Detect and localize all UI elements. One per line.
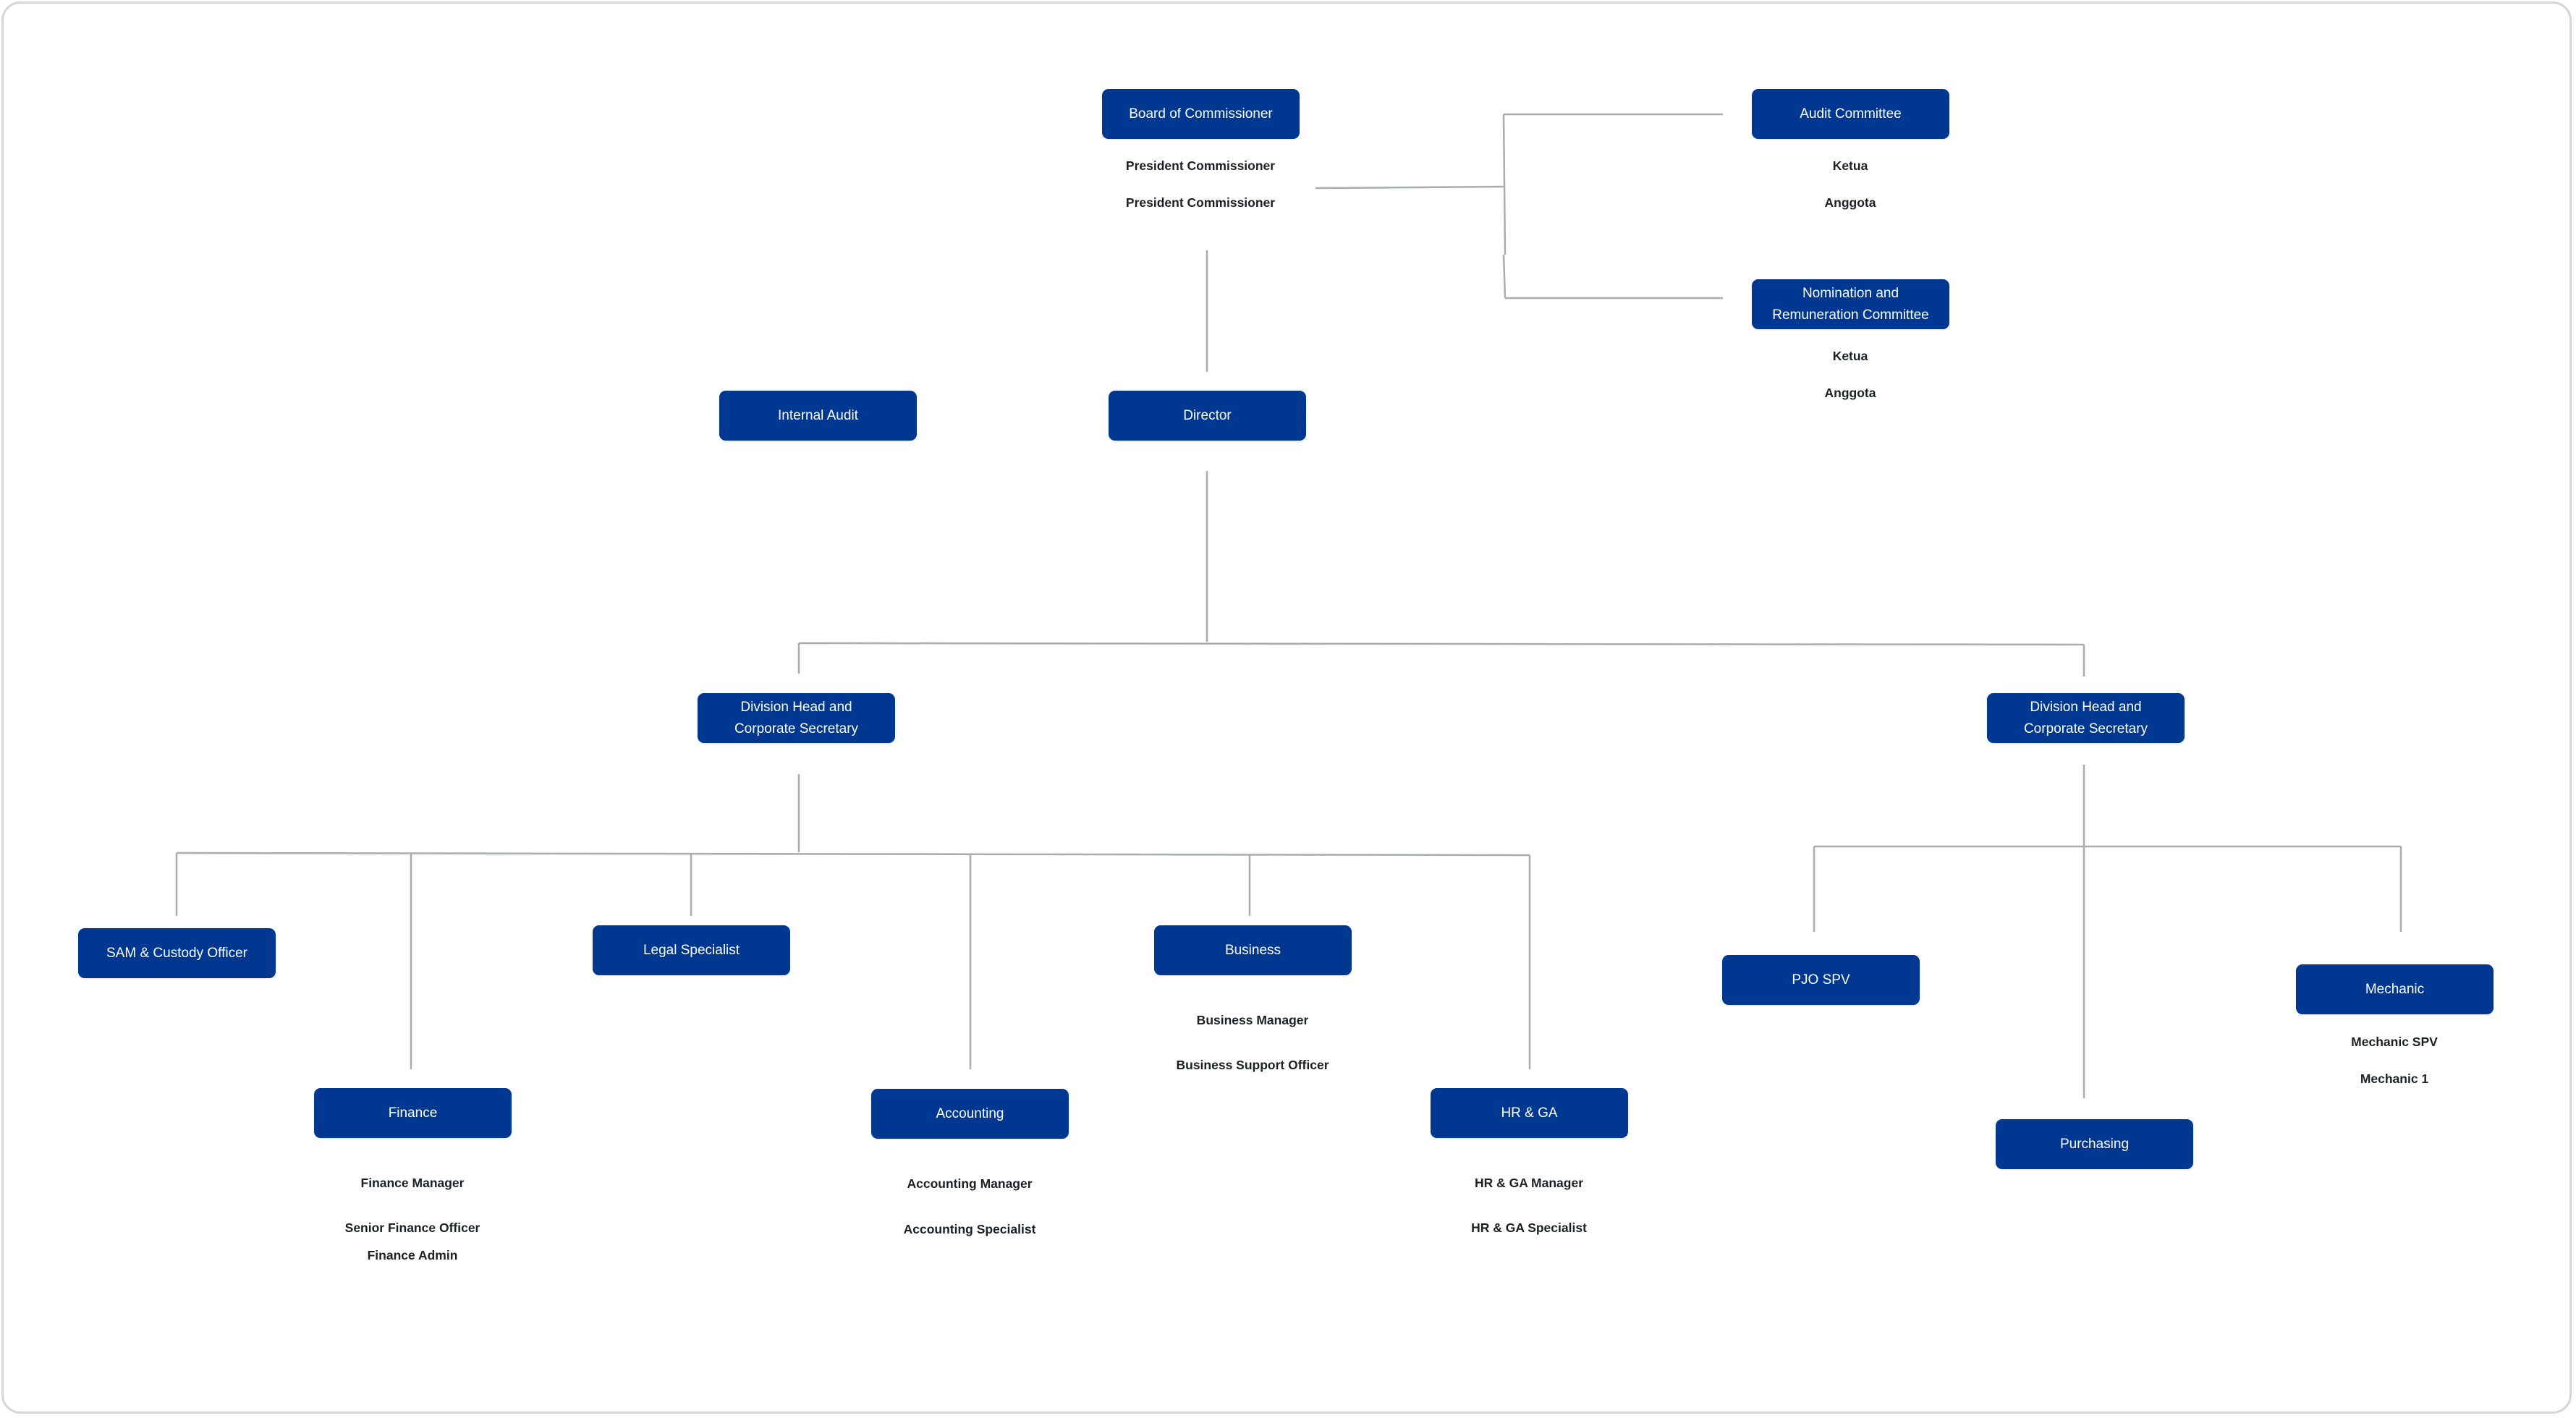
- mechanic-node[interactable]: Mechanic: [2296, 964, 2494, 1014]
- nomination-committee-member-label: Anggota: [1824, 386, 1876, 400]
- mechanic-role-label: Mechanic 1: [2360, 1071, 2429, 1086]
- finance-node[interactable]: Finance: [314, 1088, 512, 1138]
- accounting-role-label: Accounting Specialist: [903, 1222, 1036, 1236]
- business-role-label: Business Manager: [1196, 1013, 1309, 1027]
- finance-role-label: Finance Manager: [360, 1176, 465, 1190]
- board-of-commissioner-node[interactable]: Board of Commissioner: [1102, 89, 1300, 139]
- board-member-label: President Commissioner: [1125, 195, 1276, 210]
- hr-ga-role-label: HR & GA Specialist: [1471, 1220, 1587, 1235]
- sam-custody-officer-node[interactable]: SAM & Custody Officer: [78, 928, 276, 978]
- hr-ga-node[interactable]: HR & GA: [1431, 1088, 1628, 1138]
- business-node[interactable]: Business: [1154, 925, 1352, 975]
- connector: [1315, 185, 1504, 190]
- legal-specialist-node[interactable]: Legal Specialist: [593, 925, 790, 975]
- purchasing-node[interactable]: Purchasing: [1996, 1119, 2193, 1169]
- connector: [1502, 254, 1507, 299]
- nomination-committee-member-label: Ketua: [1832, 349, 1868, 363]
- nomination-remuneration-committee-node[interactable]: Nomination and Remuneration Committee: [1752, 279, 1949, 329]
- audit-committee-member-label: Anggota: [1824, 195, 1876, 210]
- director-node[interactable]: Director: [1109, 391, 1306, 441]
- hr-ga-role-label: HR & GA Manager: [1474, 1176, 1584, 1190]
- division-head-right-node[interactable]: Division Head and Corporate Secretary: [1987, 693, 2185, 743]
- finance-role-label: Senior Finance Officer: [344, 1220, 480, 1235]
- accounting-node[interactable]: Accounting: [871, 1089, 1069, 1139]
- accounting-role-label: Accounting Manager: [907, 1176, 1033, 1191]
- mechanic-role-label: Mechanic SPV: [2351, 1035, 2438, 1049]
- audit-committee-member-label: Ketua: [1832, 158, 1868, 173]
- connector: [176, 852, 1530, 857]
- finance-role-label: Finance Admin: [367, 1248, 458, 1262]
- board-member-label: President Commissioner: [1125, 158, 1276, 173]
- division-head-left-node[interactable]: Division Head and Corporate Secretary: [698, 693, 895, 743]
- business-role-label: Business Support Officer: [1176, 1058, 1329, 1072]
- audit-committee-node[interactable]: Audit Committee: [1752, 89, 1949, 139]
- internal-audit-node[interactable]: Internal Audit: [719, 391, 917, 441]
- connector: [798, 642, 2085, 646]
- pjo-spv-node[interactable]: PJO SPV: [1722, 955, 1920, 1005]
- connector: [1502, 114, 1507, 255]
